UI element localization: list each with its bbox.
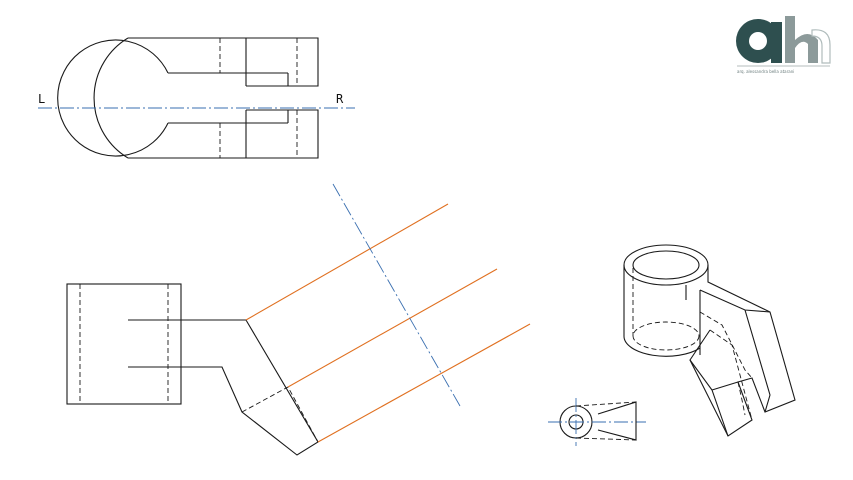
- iso-bottom-arc: [623, 335, 701, 357]
- iso-hidden-line: [737, 381, 746, 416]
- top-view-body-upper: [128, 37, 319, 87]
- front-view: [66, 283, 319, 456]
- top-view: L R: [38, 37, 355, 159]
- logo-a-stem: [771, 22, 782, 63]
- iso-hidden-ellipse: [632, 321, 700, 351]
- iso-arm-face: [711, 381, 739, 391]
- top-view-inner-ring: [57, 39, 169, 157]
- front-view-arm-hidden: [241, 386, 319, 443]
- projection-line: [245, 203, 449, 321]
- end-view: [548, 398, 646, 446]
- logo-caption: arq. alessandra bella atarani: [737, 69, 794, 74]
- iso-hidden-line: [699, 311, 753, 379]
- end-view-hidden-line: [575, 401, 637, 407]
- end-view-hidden-line: [575, 437, 637, 441]
- projection-line: [287, 268, 498, 388]
- top-view-outer-ring: [93, 37, 129, 159]
- brand-logo: arq. alessandra bella atarani: [736, 16, 831, 74]
- label-left: L: [38, 92, 45, 106]
- iso-arm-upper: [689, 265, 796, 437]
- iso-arm-face: [744, 309, 771, 413]
- end-view-arm: [597, 401, 637, 441]
- logo-a-counter: [749, 32, 767, 50]
- auxiliary-fold-line: [332, 183, 461, 407]
- iso-hidden-line: [709, 329, 753, 421]
- front-view-arm: [181, 319, 319, 456]
- iso-arm-face: [699, 289, 771, 313]
- top-view-body-lower: [128, 109, 319, 159]
- auxiliary-projection: [245, 183, 531, 443]
- logo-h-stem: [785, 16, 795, 63]
- label-right: R: [336, 92, 344, 106]
- front-view-cylinder: [66, 283, 182, 405]
- iso-inner-ellipse: [632, 250, 700, 280]
- logo-h-arch: [795, 34, 818, 63]
- logo-h-outline: [811, 29, 831, 64]
- projection-line: [317, 323, 531, 443]
- isometric-view: [623, 244, 796, 437]
